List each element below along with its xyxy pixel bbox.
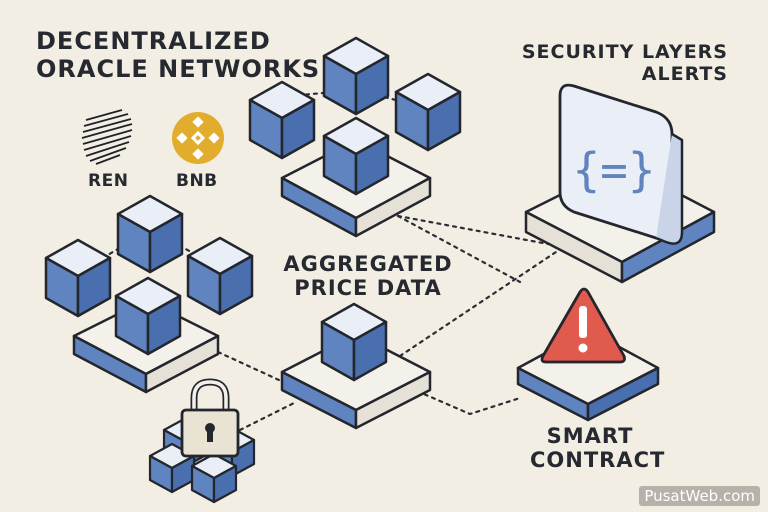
smart-line-2: CONTRACT [530,448,666,473]
security-layers-label: SECURITY LAYERS ALERTS [468,41,728,86]
watermark: PusatWeb.com [639,486,760,506]
left-cube [248,80,316,160]
security-line-2: ALERTS [641,62,728,85]
connector-center-to-contract [408,386,522,416]
title-line-2: ORACLE NETWORKS [36,54,321,83]
connector-top-to-security-base [396,214,550,246]
aggregation-cube [320,302,388,382]
code-braces-icon: {=} [572,143,655,197]
alert-warning-icon [540,287,626,364]
ren-logo-icon [81,109,133,165]
title-line-1: DECENTRALIZED [36,27,271,55]
right-cube [394,72,462,152]
connector-lock-to-center [238,400,298,432]
diagram-title: DECENTRALIZED ORACLE NETWORKS [36,27,336,83]
aggregated-price-label: AGGREGATED PRICE DATA [282,252,454,300]
left-oracle-cluster [44,194,254,394]
connector-left-to-center [216,350,294,388]
aggregated-line-1: AGGREGATED [283,252,453,276]
security-line-1: SECURITY LAYERS [521,41,728,63]
left-right-cube [186,236,254,316]
connector-top-platform-to-security [396,214,522,284]
smart-contract-label: SMART CONTRACT [530,424,666,473]
bnb-token-label: BNB [176,171,218,191]
left-top-cube [116,194,184,274]
smart-line-1: SMART [546,424,634,448]
lock-base-cube-4 [190,452,238,504]
bnb-logo-icon [172,112,224,164]
connector-lines [94,88,582,432]
ren-token-label: REN [88,171,129,191]
lock-cluster [148,378,256,504]
aggregation-node [280,302,432,430]
connector-center-to-security [398,234,582,358]
padlock-icon [180,378,240,458]
security-node [524,83,716,284]
aggregated-line-2: PRICE DATA [294,276,442,301]
smart-contract-node [516,287,660,422]
left-center-cube [114,276,182,356]
center-cube [322,116,390,196]
left-left-cube [44,238,112,318]
top-oracle-cluster [248,36,462,238]
